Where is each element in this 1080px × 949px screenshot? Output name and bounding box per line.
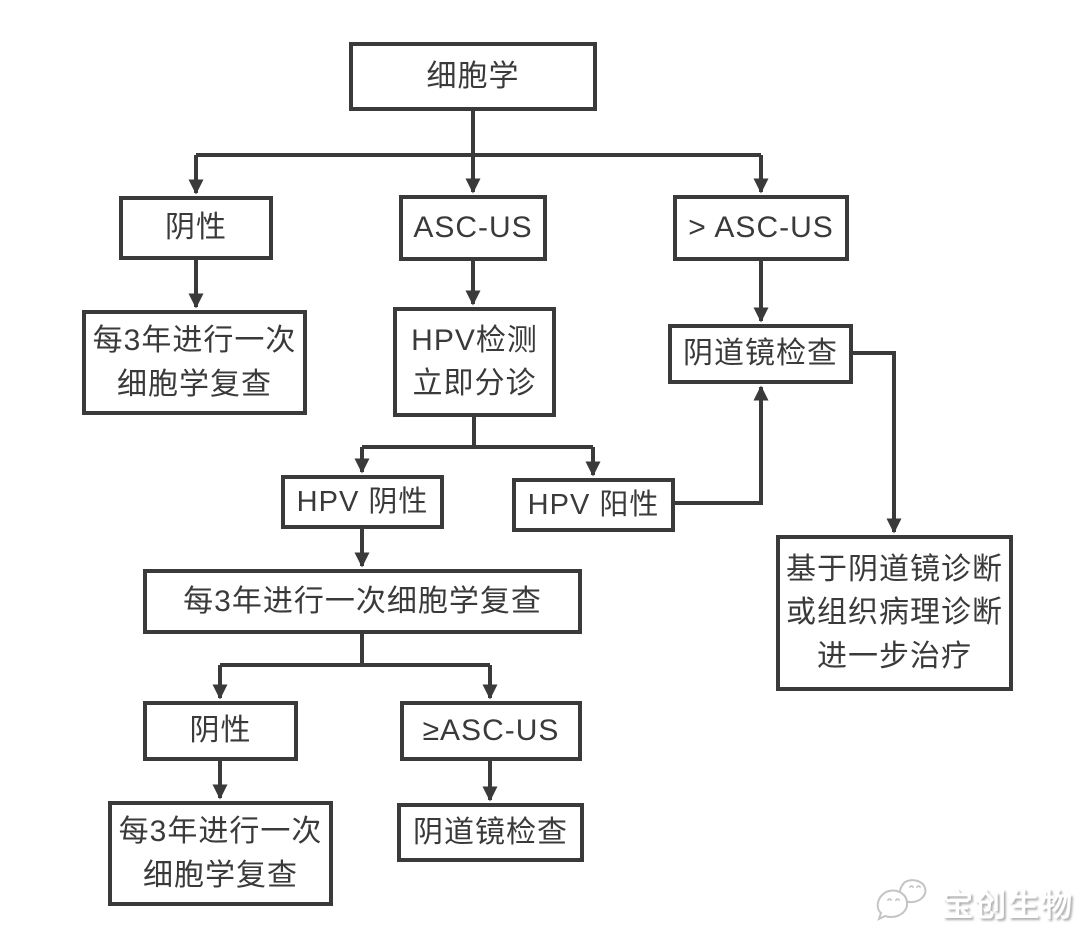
node-repeat-cytology-2: 每3年进行一次细胞学复查 [143,569,582,634]
node-negative-2: 阴性 [143,701,298,761]
node-asc-us-label: ASC-US [413,211,533,245]
node-ge-asc-us: ≥ASC-US [400,701,582,761]
node-cytology-label: 细胞学 [426,59,520,93]
edge-hpvpos-colpo1 [675,385,769,505]
node-hpv-triage-label: HPV检测 立即分诊 [411,323,538,401]
node-colposcopy-2-label: 阴道镜检查 [413,815,568,849]
watermark-logo: 宝创生物 [872,874,1074,930]
node-gt-asc-us-label: > ASC-US [688,211,834,245]
node-hpv-positive: HPV 阳性 [512,478,675,532]
node-colposcopy-1: 阴道镜检查 [668,324,853,384]
node-hpv-negative: HPV 阴性 [281,475,444,529]
node-hpv-triage: HPV检测 立即分诊 [393,307,556,417]
node-colposcopy-1-label: 阴道镜检查 [683,337,838,371]
node-ge-asc-us-label: ≥ASC-US [422,714,560,748]
node-treatment: 基于阴道镜诊断 或组织病理诊断 进一步治疗 [776,535,1013,691]
node-negative-1: 阴性 [119,196,273,260]
chat-bubbles-icon [876,879,927,921]
node-asc-us: ASC-US [399,195,547,261]
node-gt-asc-us: > ASC-US [673,195,849,261]
watermark-text: 宝创生物 [942,887,1074,923]
node-repeat-cytology-2-label: 每3年进行一次细胞学复查 [183,584,542,618]
node-repeat-cytology-1-label: 每3年进行一次 细胞学复查 [92,324,297,401]
node-cytology: 细胞学 [349,42,597,111]
node-negative-2-label: 阴性 [189,714,252,748]
node-negative-1-label: 阴性 [165,211,227,245]
node-repeat-cytology-1: 每3年进行一次 细胞学复查 [82,310,307,415]
node-hpv-positive-label: HPV 阳性 [527,488,660,521]
edge-colpo1-treatment [853,351,902,534]
node-repeat-cytology-3-label: 每3年进行一次 细胞学复查 [118,815,323,892]
node-colposcopy-2: 阴道镜检查 [397,803,584,862]
node-hpv-negative-label: HPV 阴性 [296,485,429,518]
node-treatment-label: 基于阴道镜诊断 或组织病理诊断 进一步治疗 [786,552,1003,673]
node-repeat-cytology-3: 每3年进行一次 细胞学复查 [108,801,333,906]
